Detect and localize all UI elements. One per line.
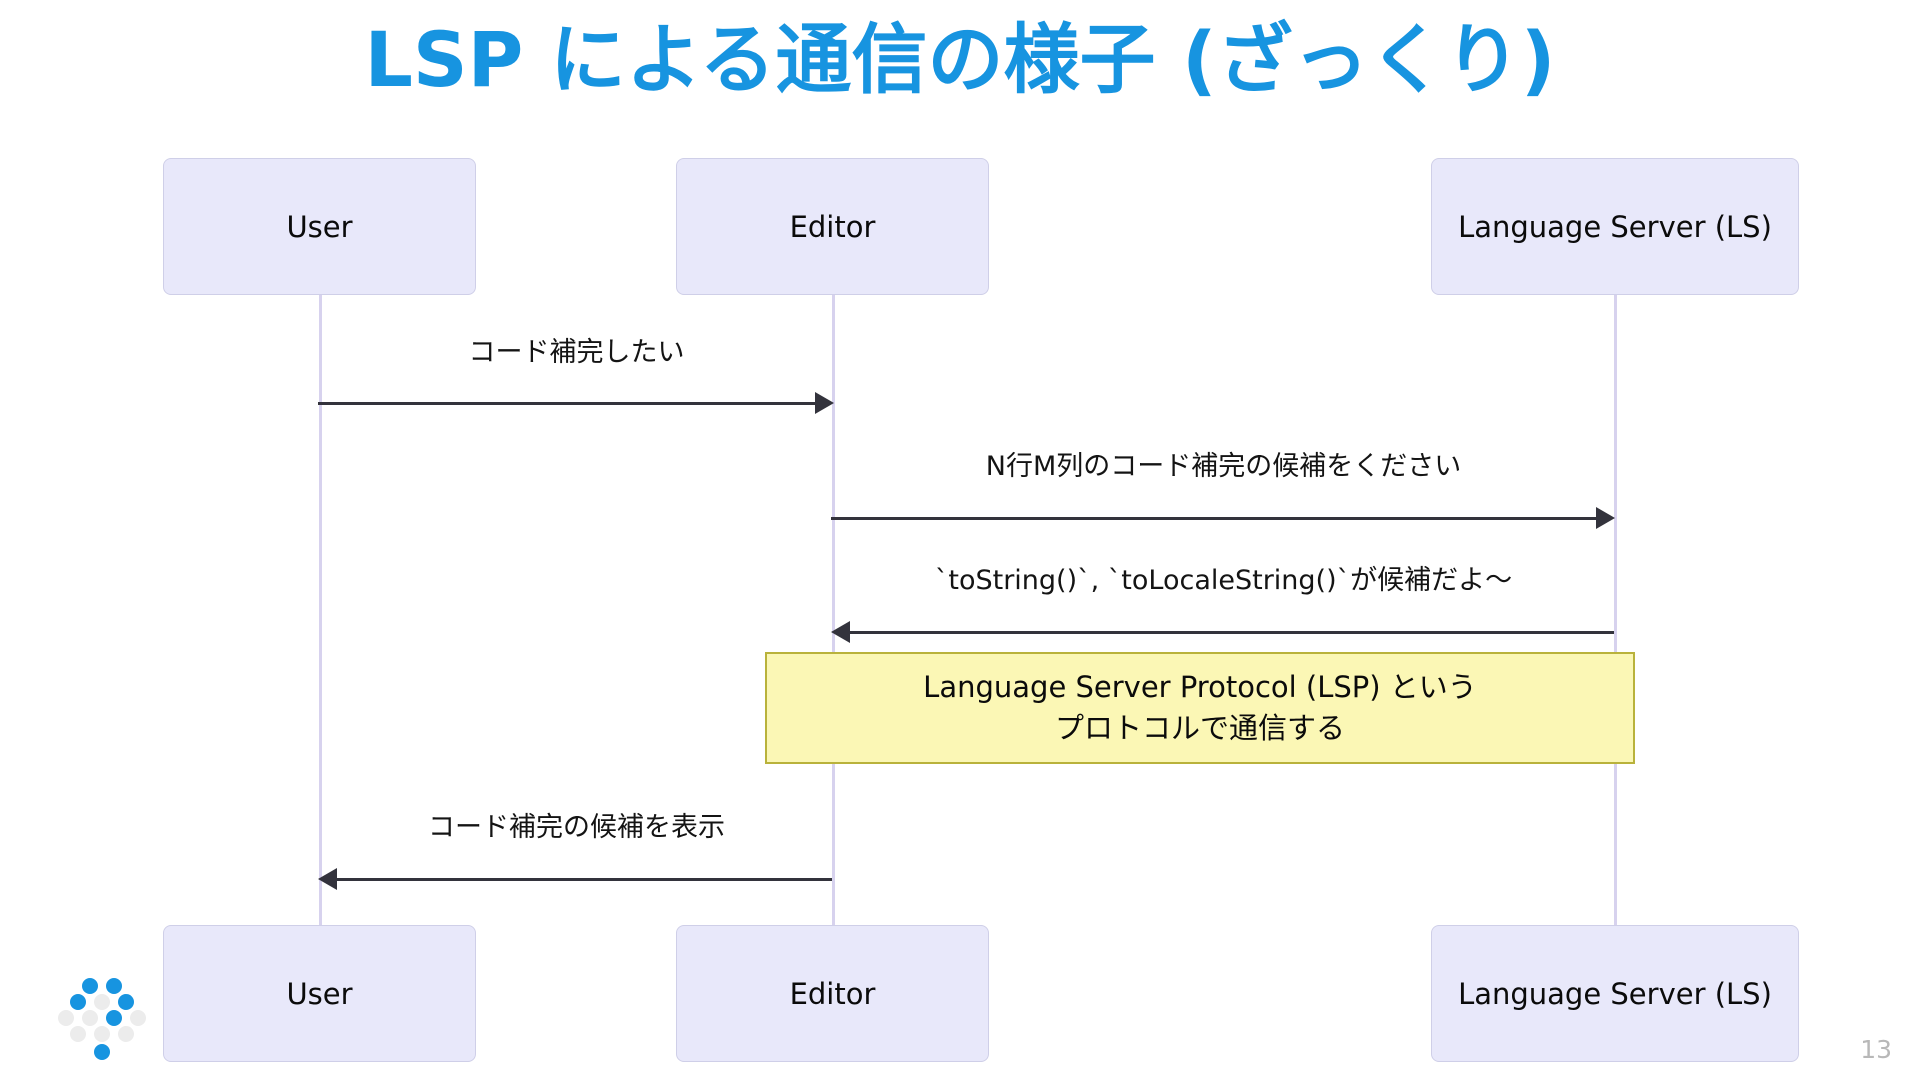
participant-label-editor-bottom: Editor xyxy=(789,976,876,1011)
participant-box-language-server-bottom[interactable]: Language Server (LS) xyxy=(1431,925,1799,1062)
participant-box-editor-top[interactable]: Editor xyxy=(676,158,989,295)
participant-label-language-server-top: Language Server (LS) xyxy=(1458,209,1772,244)
arrow-head-right-1 xyxy=(815,392,834,414)
message-label-2: N行M列のコード補完の候補をください xyxy=(985,451,1462,482)
participant-box-language-server-top[interactable]: Language Server (LS) xyxy=(1431,158,1799,295)
note-lsp-protocol: Language Server Protocol (LSP) という プロトコル… xyxy=(765,652,1635,764)
message-line-3 xyxy=(850,631,1614,634)
participant-label-user-top: User xyxy=(286,209,353,244)
page-title: LSP による通信の様子 (ざっくり) xyxy=(364,15,1556,104)
lifeline-editor xyxy=(831,295,835,925)
participant-label-editor-top: Editor xyxy=(789,209,876,244)
message-label-4: コード補完の候補を表示 xyxy=(428,812,725,843)
arrow-head-left-3 xyxy=(831,621,850,643)
message-line-4 xyxy=(337,878,832,881)
note-line-2: プロトコルで通信する xyxy=(1054,711,1345,745)
message-line-1 xyxy=(318,402,815,405)
participant-label-user-bottom: User xyxy=(286,976,353,1011)
lifeline-user xyxy=(318,295,322,925)
note-line-1: Language Server Protocol (LSP) という xyxy=(923,669,1477,704)
participant-box-user-top[interactable]: User xyxy=(163,158,476,295)
message-label-1: コード補完したい xyxy=(468,337,685,368)
page-number: 13 xyxy=(1860,1035,1892,1064)
arrow-head-left-4 xyxy=(318,868,337,890)
dot-diamond-logo xyxy=(52,962,152,1062)
dot-diamond-logo-icon xyxy=(58,978,146,1060)
lifeline-language-server xyxy=(1613,295,1617,925)
message-line-2 xyxy=(831,517,1596,520)
participant-box-user-bottom[interactable]: User xyxy=(163,925,476,1062)
participant-box-editor-bottom[interactable]: Editor xyxy=(676,925,989,1062)
message-label-3: `toString()`, `toLocaleString()`が候補だよ〜 xyxy=(934,565,1513,596)
participant-label-language-server-bottom: Language Server (LS) xyxy=(1458,976,1772,1011)
arrow-head-right-2 xyxy=(1596,507,1615,529)
